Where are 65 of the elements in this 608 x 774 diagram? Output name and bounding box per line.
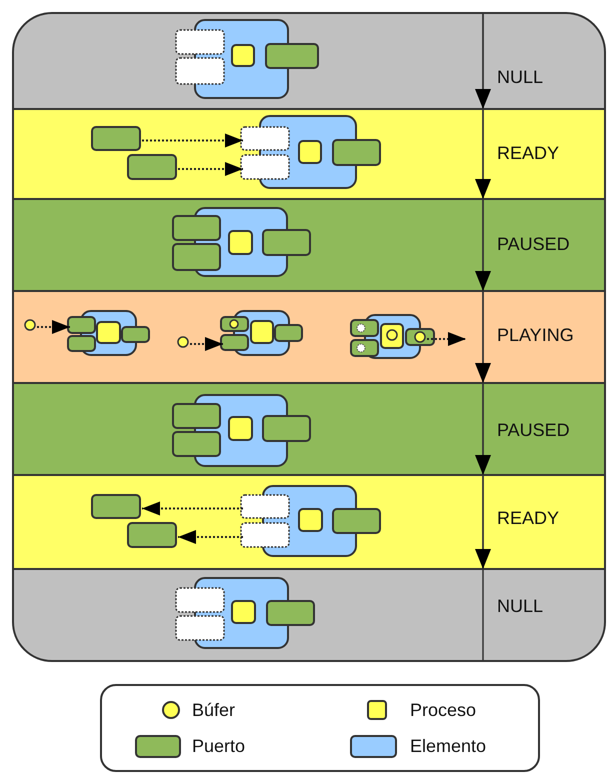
port-rect	[262, 229, 311, 256]
port-rect	[172, 431, 221, 457]
state-label: READY	[497, 507, 560, 529]
port-rect	[220, 334, 249, 351]
placeholder-pad	[240, 494, 290, 519]
state-band	[12, 568, 606, 662]
flow-arrow	[142, 502, 243, 516]
state-band	[12, 290, 606, 382]
legend-label: Búfer	[192, 699, 236, 721]
flow-arrow	[142, 134, 243, 148]
state-label: PAUSED	[497, 233, 570, 255]
port-rect	[350, 339, 379, 357]
state-band	[12, 198, 606, 290]
port-rect	[172, 243, 221, 271]
port-rect	[172, 215, 221, 241]
port-rect	[67, 316, 96, 334]
port-rect	[127, 154, 177, 180]
port-rect	[67, 335, 96, 352]
placeholder-pad	[175, 57, 225, 85]
state-transition-arrow	[475, 475, 491, 569]
port-rect	[332, 508, 381, 534]
port-rect	[220, 316, 249, 332]
flow-arrow	[178, 162, 243, 176]
port-rect	[405, 328, 435, 346]
port-rect	[172, 403, 221, 429]
port-rect	[274, 324, 303, 342]
state-label: READY	[497, 142, 560, 164]
port-rect	[350, 319, 379, 337]
state-label: NULL	[497, 595, 544, 617]
placeholder-pad	[240, 126, 290, 151]
legend-label: Proceso	[410, 699, 476, 721]
state-band	[12, 108, 606, 198]
state-transition-arrow	[475, 291, 491, 383]
port-rect	[332, 139, 381, 166]
buffer-circle	[24, 319, 36, 331]
state-band	[12, 474, 606, 568]
state-transition-arrow	[475, 383, 491, 475]
port-rect	[127, 522, 177, 548]
state-label: PAUSED	[497, 419, 570, 441]
legend-label: Elemento	[410, 735, 486, 757]
state-band	[12, 382, 606, 474]
port-rect	[266, 600, 315, 626]
port-rect	[121, 326, 150, 343]
state-label: NULL	[497, 66, 544, 88]
port-rect	[91, 494, 141, 519]
flow-arrow	[427, 332, 466, 346]
state-label: PLAYING	[497, 324, 574, 346]
flow-arrow	[178, 530, 243, 544]
port-rect	[262, 415, 311, 442]
placeholder-pad	[240, 522, 290, 548]
port-rect	[265, 43, 319, 69]
state-transition-arrow	[475, 109, 491, 199]
placeholder-pad	[175, 615, 225, 641]
legend-label: Puerto	[192, 735, 246, 757]
placeholder-pad	[175, 29, 225, 55]
state-transition-arrow	[475, 13, 491, 109]
state-transition-arrow	[475, 199, 491, 291]
buffer-circle	[177, 336, 189, 348]
buffer-circle	[414, 331, 426, 343]
placeholder-pad	[175, 587, 225, 613]
port-rect	[91, 126, 141, 151]
state-band	[12, 12, 606, 108]
placeholder-pad	[240, 154, 290, 180]
flow-arrow	[37, 320, 70, 334]
flow-arrow	[190, 337, 223, 351]
